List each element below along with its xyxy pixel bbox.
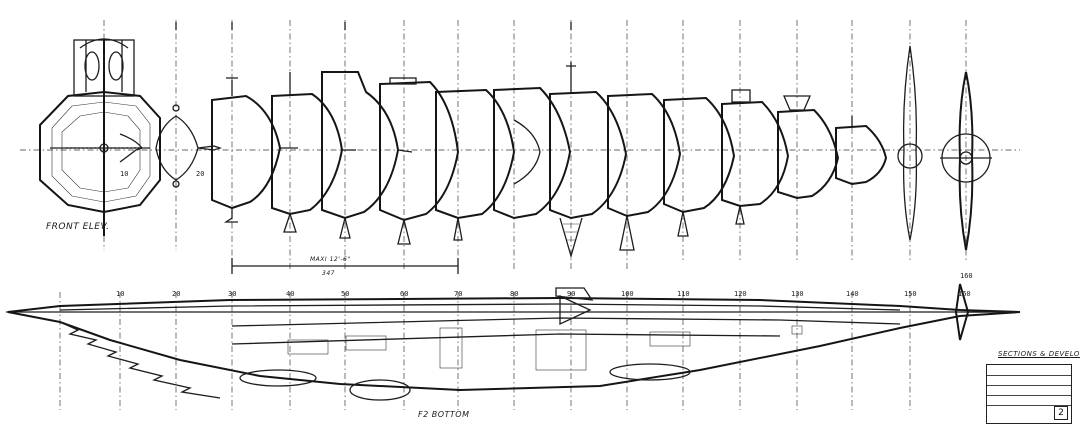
section-120 [721, 89, 790, 225]
stern-station-label: 160 [960, 272, 973, 280]
profile-station-10: 10 [116, 290, 125, 298]
profile-station-140: 140 [846, 290, 859, 298]
profile-station-100: 100 [621, 290, 634, 298]
section-150 [897, 45, 923, 241]
section-40 [271, 72, 356, 233]
bottom-label: F2 BOTTOM [418, 410, 470, 419]
profile-station-160: 160 [958, 290, 971, 298]
profile-view [6, 283, 1021, 410]
section-110 [663, 96, 736, 237]
section-20 [155, 104, 223, 188]
profile-station-90: 90 [567, 290, 576, 298]
profile-station-60: 60 [400, 290, 409, 298]
section-130 [777, 95, 840, 200]
station-10-label: 10 [120, 170, 129, 178]
station-20-label: 20 [196, 170, 205, 178]
dimension-sub-label: 347 [322, 270, 335, 277]
dimension-line [231, 258, 459, 274]
profile-station-150: 150 [904, 290, 917, 298]
profile-station-120: 120 [734, 290, 747, 298]
section-60 [379, 77, 460, 245]
front-elevation-label: FRONT ELEV. [46, 222, 110, 232]
profile-station-70: 70 [454, 290, 463, 298]
profile-station-30: 30 [228, 290, 237, 298]
profile-station-130: 130 [791, 290, 804, 298]
profile-station-40: 40 [286, 290, 295, 298]
title-block: 2 [986, 364, 1072, 424]
body-plan-sections [20, 20, 1020, 274]
section-70 [435, 88, 516, 241]
profile-station-20: 20 [172, 290, 181, 298]
top-station-ticks [175, 22, 572, 30]
profile-station-80: 80 [510, 290, 519, 298]
section-50 [321, 71, 413, 239]
profile-station-50: 50 [341, 290, 350, 298]
section-160 [940, 71, 992, 251]
dimension-label: MAXI 12'-6" [310, 256, 351, 263]
section-90 [549, 62, 628, 259]
section-80 [493, 86, 572, 220]
section-100 [607, 92, 682, 251]
front-elevation-view [39, 38, 161, 236]
section-140 [835, 116, 888, 186]
section-30 [211, 77, 298, 223]
section-title: SECTIONS & DEVELOPMENT [998, 350, 1080, 358]
sheet-number: 2 [1054, 406, 1068, 420]
profile-station-110: 110 [677, 290, 690, 298]
